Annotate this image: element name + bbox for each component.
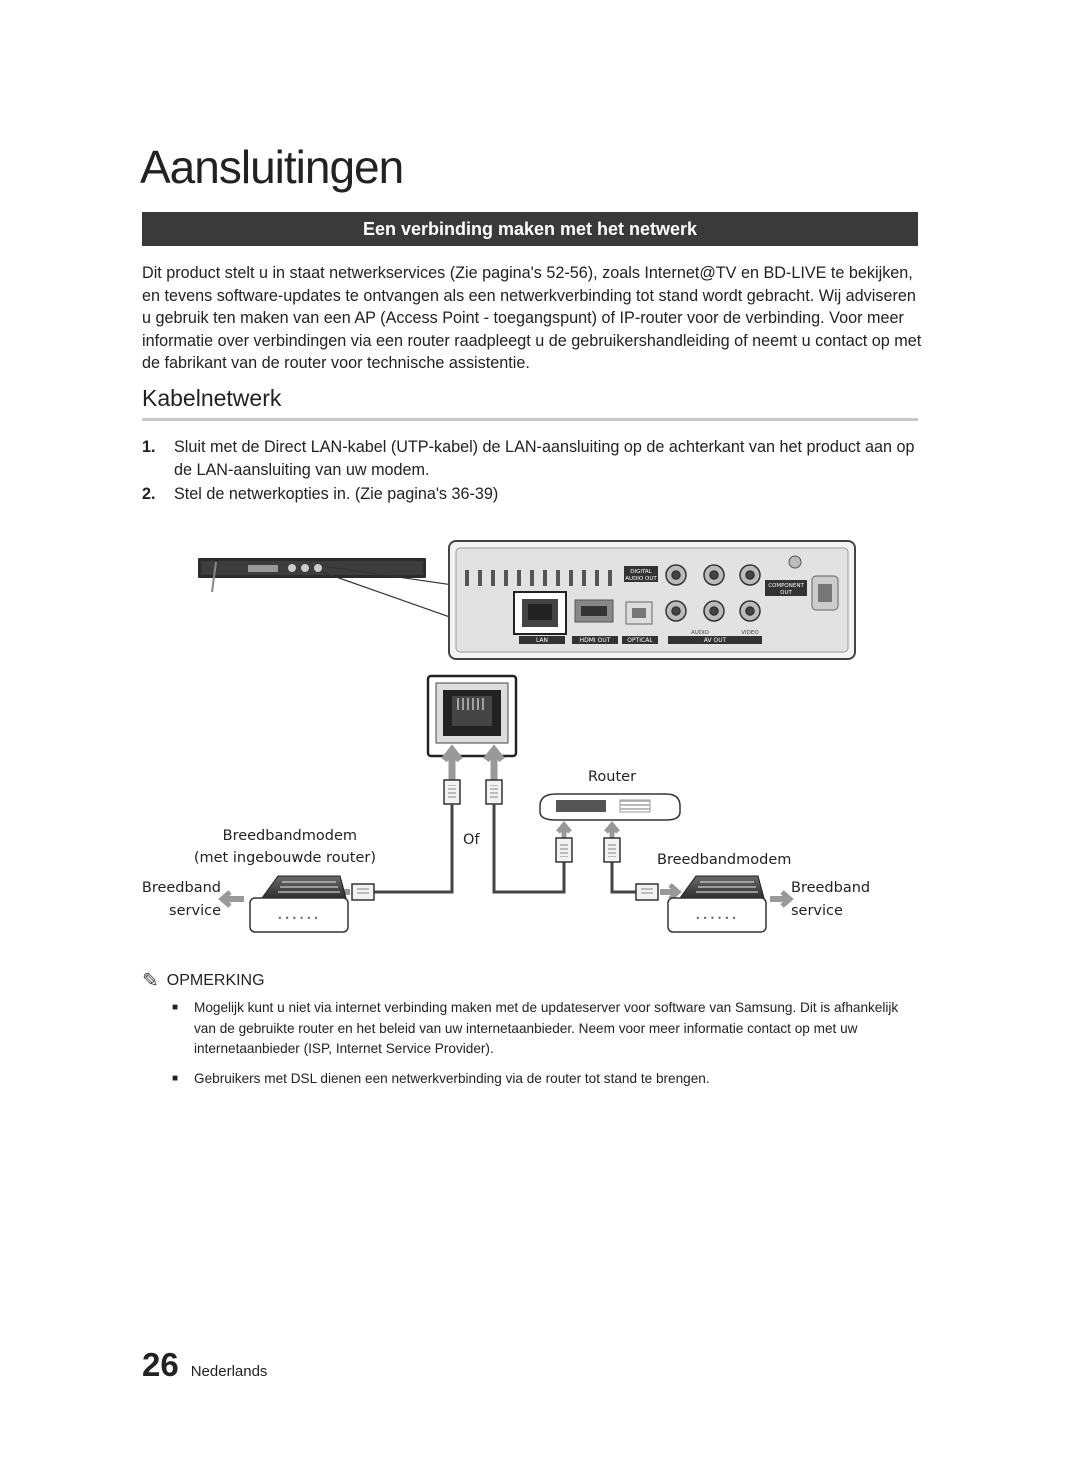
lan-plug bbox=[635, 883, 659, 901]
step-number: 2. bbox=[142, 485, 156, 503]
step-text: Stel de netwerkopties in. (Zie pagina's … bbox=[174, 485, 499, 503]
player-rear-thumbnail bbox=[198, 558, 426, 593]
component-out-label-1: COMPONENT bbox=[768, 583, 804, 589]
lan-plug bbox=[443, 779, 461, 805]
note-text: Gebruikers met DSL dienen een netwerkver… bbox=[194, 1070, 710, 1086]
lan-plug bbox=[555, 837, 573, 863]
broadband-service-right-line1: Breedband bbox=[791, 880, 870, 896]
svg-text:• • • • • •: • • • • • • bbox=[277, 914, 318, 923]
broadband-modem: • • • • • • bbox=[667, 875, 767, 933]
step-item: 2. Stel de netwerkopties in. (Zie pagina… bbox=[142, 483, 922, 506]
intro-paragraph: Dit product stelt u in staat netwerkserv… bbox=[142, 264, 922, 372]
lan-plug bbox=[351, 883, 375, 901]
note-heading-label: OPMERKING bbox=[166, 971, 265, 989]
steps-list: 1. Sluit met de Direct LAN-kabel (UTP-ka… bbox=[142, 436, 922, 507]
note-text: Mogelijk kunt u niet via internet verbin… bbox=[194, 1000, 899, 1056]
subsection-title: Kabelnetwerk bbox=[142, 385, 282, 411]
router-label: Router bbox=[588, 769, 636, 785]
page-title: Aansluitingen bbox=[140, 141, 404, 193]
step-item: 1. Sluit met de Direct LAN-kabel (UTP-ka… bbox=[142, 436, 922, 481]
lan-plug bbox=[485, 779, 503, 805]
note-item: ■ Mogelijk kunt u niet via internet verb… bbox=[172, 998, 912, 1060]
lan-plug bbox=[603, 837, 621, 863]
note-heading: ✎ OPMERKING bbox=[142, 968, 265, 993]
router bbox=[539, 793, 681, 821]
modem-builtin-label-line1: Breedbandmodem bbox=[223, 828, 357, 844]
square-bullet-icon: ■ bbox=[172, 1002, 179, 1013]
cable-to-router bbox=[492, 804, 566, 894]
cable-to-builtin-modem bbox=[370, 804, 454, 894]
modem-builtin-label-line2: (met ingebouwde router) bbox=[194, 850, 376, 866]
broadband-service-right-line2: service bbox=[791, 903, 843, 919]
step-text: Sluit met de Direct LAN-kabel (UTP-kabel… bbox=[174, 438, 915, 479]
notes-list: ■ Mogelijk kunt u niet via internet verb… bbox=[172, 998, 912, 1098]
broadband-service-left-line2: service bbox=[169, 903, 221, 919]
av-out-label: AV OUT bbox=[704, 637, 727, 644]
broadband-modem-builtin-router: • • • • • • bbox=[249, 875, 349, 933]
hdmi-out-label: HDMI OUT bbox=[580, 637, 611, 644]
pencil-icon: ✎ bbox=[142, 970, 159, 992]
rear-panel: LAN HDMI OUT OPTICAL DIGITAL AUDIO OUT A… bbox=[448, 540, 856, 660]
audio-label: AUDIO bbox=[691, 630, 710, 636]
video-label: VIDEO bbox=[741, 630, 759, 636]
step-number: 1. bbox=[142, 438, 156, 456]
of-label: Of bbox=[463, 832, 480, 848]
footer-language: Nederlands bbox=[190, 1363, 268, 1380]
note-item: ■ Gebruikers met DSL dienen een netwerkv… bbox=[172, 1069, 912, 1090]
modem-label: Breedbandmodem bbox=[657, 852, 791, 868]
broadband-service-left-line1: Breedband bbox=[142, 880, 221, 896]
cable-router-to-modem bbox=[610, 862, 636, 894]
component-out-label-2: OUT bbox=[780, 590, 792, 596]
network-connection-diagram: LAN HDMI OUT OPTICAL DIGITAL AUDIO OUT A… bbox=[142, 540, 870, 933]
svg-text:• • • • • •: • • • • • • bbox=[695, 914, 736, 923]
page-footer: 26 Nederlands bbox=[142, 1346, 267, 1384]
digital-audio-out-label-2: AUDIO OUT bbox=[625, 576, 657, 582]
digital-audio-out-label-1: DIGITAL bbox=[630, 569, 652, 575]
lan-label: LAN bbox=[536, 637, 548, 644]
lan-port-callout bbox=[426, 674, 518, 758]
section-header: Een verbinding maken met het netwerk bbox=[142, 212, 918, 246]
page-number: 26 bbox=[142, 1346, 179, 1383]
optical-label: OPTICAL bbox=[627, 637, 653, 644]
subsection-divider bbox=[142, 418, 918, 421]
square-bullet-icon: ■ bbox=[172, 1072, 179, 1084]
